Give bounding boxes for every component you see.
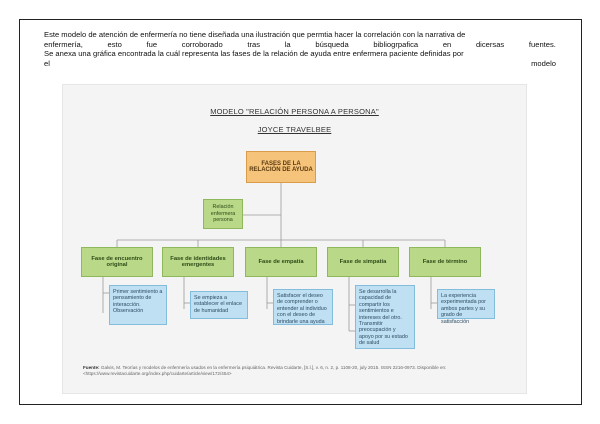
word: dicersas [475, 39, 505, 49]
paragraph-line-2: enfermería, esto fue corroborado tras la… [44, 40, 556, 50]
phase-description: Se empieza a establecer el enlace de hum… [190, 291, 248, 319]
phase-node: Fase de empatía [245, 247, 317, 277]
diagram-figure: MODELO "RELACIÓN PERSONA A PERSONA" JOYC… [62, 84, 527, 394]
phase-node: Fase de simpatía [327, 247, 399, 277]
paragraph-line-4: el modelo [44, 59, 556, 69]
paragraph-line-3: Se anexa una gráfica encontrada la cuál … [44, 49, 464, 59]
word: fue [146, 39, 158, 49]
word: la [284, 39, 291, 49]
phase-node: Fase de encuentro original [81, 247, 153, 277]
word: tras [247, 39, 261, 49]
paragraph-line-1: Este modelo de atención de enfermería no… [44, 30, 466, 39]
word: enfermería, [44, 39, 83, 49]
connector-lines [102, 183, 446, 332]
word: bibliogrpafica [373, 39, 419, 49]
source-citation: Fuente: Galvis, M. Teorías y modelos de … [83, 365, 508, 377]
word: corroborado [181, 39, 223, 49]
root-node: FASES DE LA RELACIÓN DE AYUDA [246, 151, 316, 183]
word: fuentes. [528, 39, 556, 49]
phase-description: Primer sentimiento a pensamiento de inte… [109, 285, 167, 325]
phase-description: Se desarrolla la capacidad de compartir … [355, 285, 415, 349]
phase-description: La experiencia experimentada por ambos p… [437, 289, 495, 325]
phase-node: Fase de identidades emergentes [162, 247, 234, 277]
phase-description: Satisfacer el deseo de comprender o ente… [273, 289, 333, 325]
body-paragraph: Este modelo de atención de enfermería no… [44, 30, 556, 68]
source-text: Galvis, M. Teorías y modelos de enfermer… [83, 365, 447, 376]
word: búsqueda [315, 39, 349, 49]
relation-node: Relación enfermera persona [203, 199, 243, 229]
word: en [442, 39, 452, 49]
source-label: Fuente: [83, 365, 100, 370]
diagram-title: MODELO "RELACIÓN PERSONA A PERSONA" [210, 107, 379, 116]
phase-node: Fase de término [409, 247, 481, 277]
word: esto [107, 39, 122, 49]
diagram-author: JOYCE TRAVELBEE [257, 125, 332, 134]
word: el [44, 58, 50, 68]
word: modelo [531, 58, 556, 68]
